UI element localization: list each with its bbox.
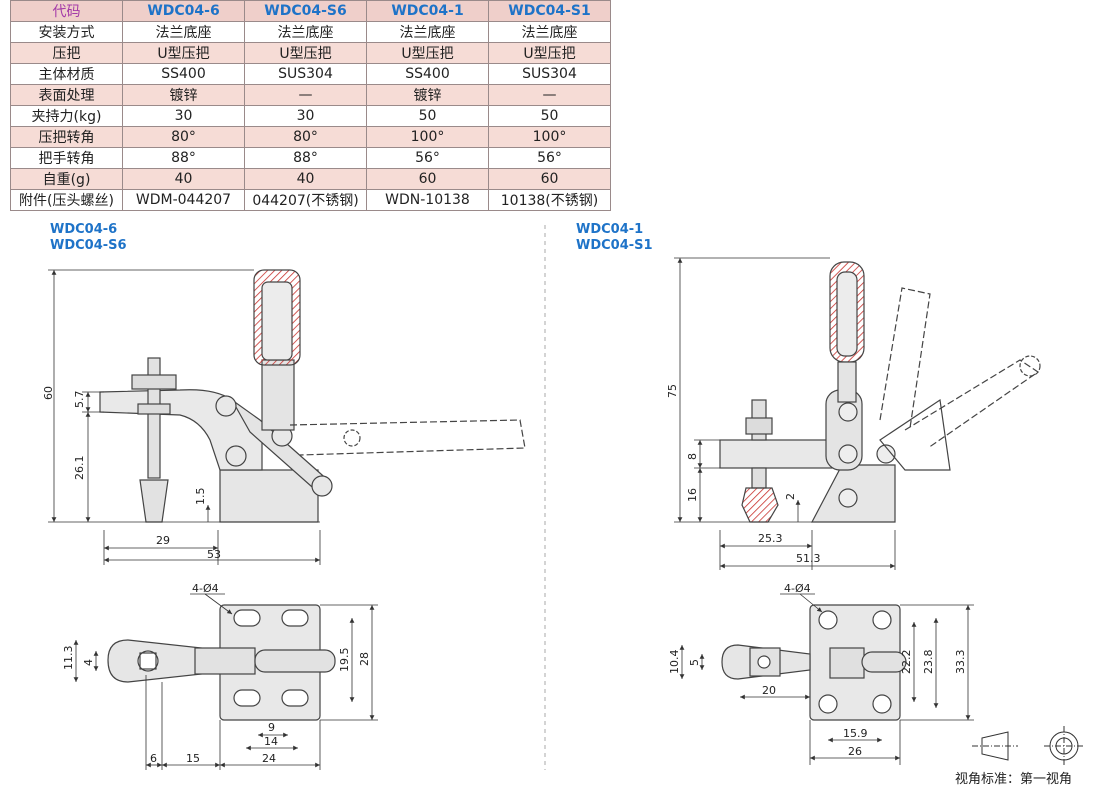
table-cell: 40 [244, 168, 367, 190]
table-cell: 60 [366, 168, 489, 190]
view-standard-label: 视角标准：第一视角 [955, 772, 1073, 787]
dim-text: 4 [82, 659, 95, 666]
model-label: WDC04-S1 [576, 238, 653, 253]
table-cell: WDN-10138 [366, 189, 489, 211]
table-cell: WDM-044207 [122, 189, 245, 211]
row-label: 自重(g) [10, 168, 123, 190]
left-side-view [99, 269, 526, 523]
table-row: 安装方式 法兰底座 法兰底座 法兰底座 法兰底座 [10, 21, 611, 43]
table-cell: 50 [488, 105, 611, 127]
right-side-view [719, 261, 1041, 523]
dim-text: 26.1 [73, 456, 86, 481]
model-label: WDC04-1 [576, 222, 644, 237]
dim-text: 29 [156, 534, 170, 547]
table-row: 夹持力(kg) 30 30 50 50 [10, 105, 611, 127]
right-top-view [721, 604, 907, 721]
dim-text: 28 [358, 652, 371, 666]
left-top-dimensions [73, 593, 378, 770]
dim-text: 25.3 [758, 532, 783, 545]
dim-text: 19.5 [338, 648, 351, 673]
right-top-dimensions [679, 593, 974, 765]
dim-text: 60 [42, 386, 55, 400]
dim-text: 5 [688, 659, 701, 666]
dim-text: 15.9 [843, 727, 868, 740]
first-angle-projection-icon [972, 726, 1084, 766]
dim-text: 15 [186, 752, 200, 765]
dim-text: 26 [848, 745, 862, 758]
table-cell: 法兰底座 [122, 21, 245, 43]
header-model: WDC04-S6 [244, 0, 367, 22]
table-cell: 56° [488, 147, 611, 169]
table-cell: 10138(不锈钢) [488, 189, 611, 211]
table-cell: 044207(不锈钢) [244, 189, 367, 211]
table-cell: 100° [488, 126, 611, 148]
header-code: 代码 [10, 0, 123, 22]
dim-text: 11.3 [62, 646, 75, 671]
table-header-row: 代码 WDC04-6 WDC04-S6 WDC04-1 WDC04-S1 [10, 0, 611, 22]
dim-text: 33.3 [954, 650, 967, 675]
dim-text: 75 [666, 384, 679, 398]
table-cell: 40 [122, 168, 245, 190]
row-label: 附件(压头螺丝) [10, 189, 123, 211]
model-label: WDC04-S6 [50, 238, 127, 253]
dim-text: 4-Ø4 [784, 582, 811, 595]
dim-text: 51.3 [796, 552, 821, 565]
table-row: 附件(压头螺丝) WDM-044207 044207(不锈钢) WDN-1013… [10, 189, 611, 211]
dim-text: 24 [262, 752, 276, 765]
right-model-labels: WDC04-1 WDC04-S1 [576, 222, 653, 254]
header-model: WDC04-6 [122, 0, 245, 22]
dim-text: 5.7 [73, 391, 86, 409]
right-side-dimensions [674, 257, 896, 570]
table-cell: 56° [366, 147, 489, 169]
table-cell: U型压把 [488, 42, 611, 64]
dim-text: 4-Ø4 [192, 582, 219, 595]
model-label: WDC04-6 [50, 222, 118, 237]
dim-text: 22.2 [900, 650, 913, 675]
row-label: 压把 [10, 42, 123, 64]
row-label: 压把转角 [10, 126, 123, 148]
dim-text: 20 [762, 684, 776, 697]
dim-text: 14 [264, 735, 278, 748]
left-model-labels: WDC04-6 WDC04-S6 [50, 222, 127, 254]
table-cell: U型压把 [366, 42, 489, 64]
dim-text: 16 [686, 488, 699, 502]
table-row: 压把转角 80° 80° 100° 100° [10, 126, 611, 148]
dim-text: 23.8 [922, 650, 935, 675]
dim-text: 2 [784, 493, 797, 500]
table-cell: 法兰底座 [488, 21, 611, 43]
header-model: WDC04-S1 [488, 0, 611, 22]
dim-text: 6 [150, 752, 157, 765]
table-cell: SUS304 [244, 63, 367, 85]
dim-text: 1.5 [194, 488, 207, 506]
dim-text: 8 [686, 453, 699, 460]
dim-text: 10.4 [668, 650, 681, 675]
table-cell: 镀锌 [122, 84, 245, 106]
left-side-dimensions [48, 269, 321, 565]
spec-table: 代码 WDC04-6 WDC04-S6 WDC04-1 WDC04-S1 安装方… [10, 0, 611, 211]
left-top-view [107, 604, 336, 721]
table-cell: 法兰底座 [366, 21, 489, 43]
table-cell: — [244, 84, 367, 106]
dim-text: 53 [207, 548, 221, 561]
dim-text: 9 [268, 721, 275, 734]
table-cell: 法兰底座 [244, 21, 367, 43]
